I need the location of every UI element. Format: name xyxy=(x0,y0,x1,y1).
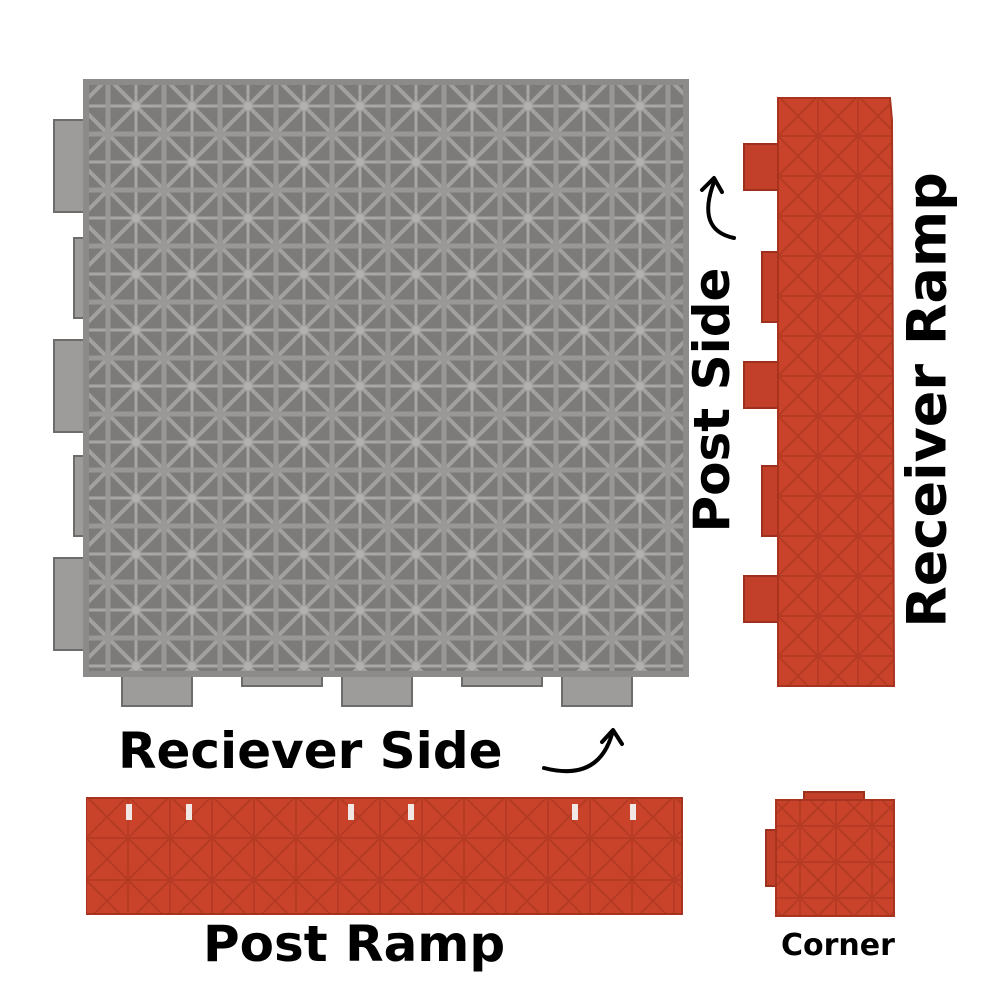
corner-piece xyxy=(765,791,895,917)
post-ramp-label: Post Ramp xyxy=(203,915,506,973)
post-side-label: Post Side xyxy=(683,267,741,533)
curved-arrow-up-icon xyxy=(700,176,736,240)
receiver-side-label: Reciever Side xyxy=(118,722,503,780)
gray-floor-tile xyxy=(53,79,689,707)
curved-arrow-up-right-icon xyxy=(542,728,624,774)
corner-label: Corner xyxy=(781,928,895,963)
receiver-ramp-label: Receiver Ramp xyxy=(895,172,959,628)
post-ramp-piece xyxy=(86,797,683,915)
receiver-ramp-piece xyxy=(743,97,896,687)
